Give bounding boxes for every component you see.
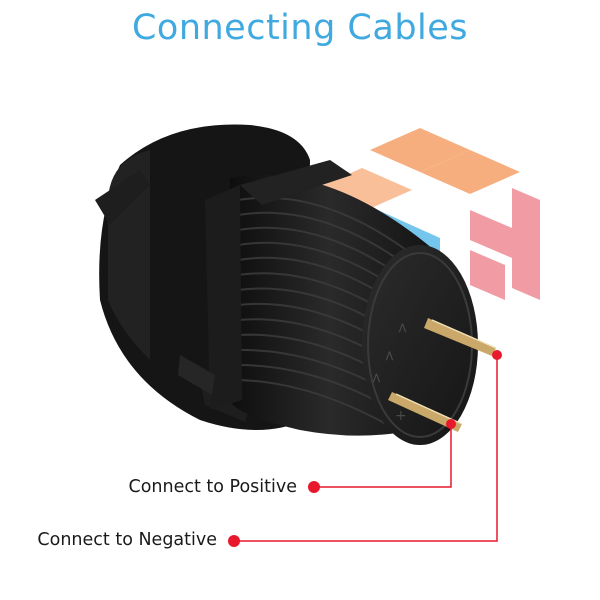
negative-callout-line bbox=[234, 355, 498, 542]
socket-end-cap: < < < + bbox=[362, 245, 478, 445]
positive-terminal-marker bbox=[446, 419, 456, 429]
positive-terminal bbox=[424, 318, 497, 356]
negative-callout-dot bbox=[228, 535, 240, 547]
positive-callout-dot bbox=[308, 481, 320, 493]
svg-text:+: + bbox=[395, 408, 407, 424]
svg-text:<: < bbox=[368, 372, 384, 384]
svg-text:<: < bbox=[394, 322, 410, 334]
negative-callout-label: Connect to Negative bbox=[37, 530, 217, 550]
page-title: Connecting Cables bbox=[131, 8, 469, 48]
svg-text:<: < bbox=[381, 350, 397, 362]
positive-callout-label: Connect to Positive bbox=[128, 477, 297, 497]
positive-callout-line bbox=[314, 424, 452, 488]
negative-terminal-marker bbox=[492, 350, 502, 360]
